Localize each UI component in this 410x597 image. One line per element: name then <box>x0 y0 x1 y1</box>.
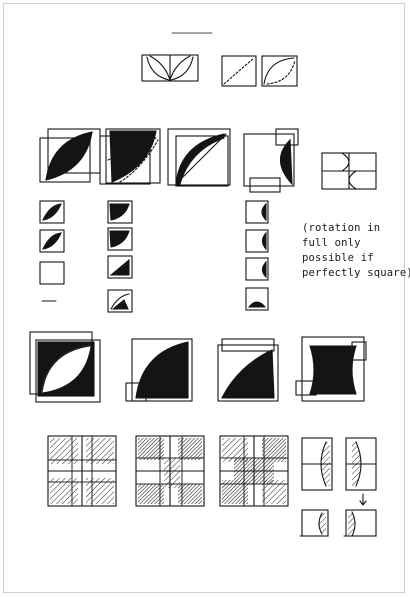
side-sketch-right-pair <box>346 438 376 490</box>
rotation-annotation: (rotation in full only possible if perfe… <box>302 221 402 281</box>
annotation-line-4: perfectly square) <box>302 266 402 281</box>
grid-hatch-mixed <box>220 436 288 506</box>
strip-col-3 <box>246 201 268 310</box>
large-tile-wedge <box>218 339 278 401</box>
annotation-line-3: possible if <box>302 251 402 266</box>
top-dashed-square-sketch <box>222 56 256 86</box>
tile-edge-crescent <box>244 129 298 192</box>
strip-col-1 <box>40 201 64 301</box>
side-sketch-bottom-right <box>344 510 376 536</box>
top-curve-square-sketch <box>262 56 297 86</box>
top-leaf-sketch <box>142 55 198 81</box>
grid-hatch-dense <box>136 436 204 506</box>
large-tile-leaf <box>30 332 100 402</box>
side-sketch-left-pair <box>302 438 332 490</box>
tile-leaf-offset <box>40 129 100 182</box>
tile-grid-curves <box>322 153 376 189</box>
tile-corner-dashed <box>100 129 160 184</box>
grid-hatch-light <box>48 436 116 506</box>
strip-col-2 <box>108 201 132 312</box>
arrow-down-icon <box>360 494 366 505</box>
side-sketch-bottom-left <box>300 510 328 536</box>
annotation-line-2: full only <box>302 236 402 251</box>
tile-diagonal-wedge <box>168 129 230 186</box>
large-tile-concave <box>296 337 366 401</box>
annotation-line-1: (rotation in <box>302 221 402 236</box>
large-tile-quarter <box>126 339 192 401</box>
